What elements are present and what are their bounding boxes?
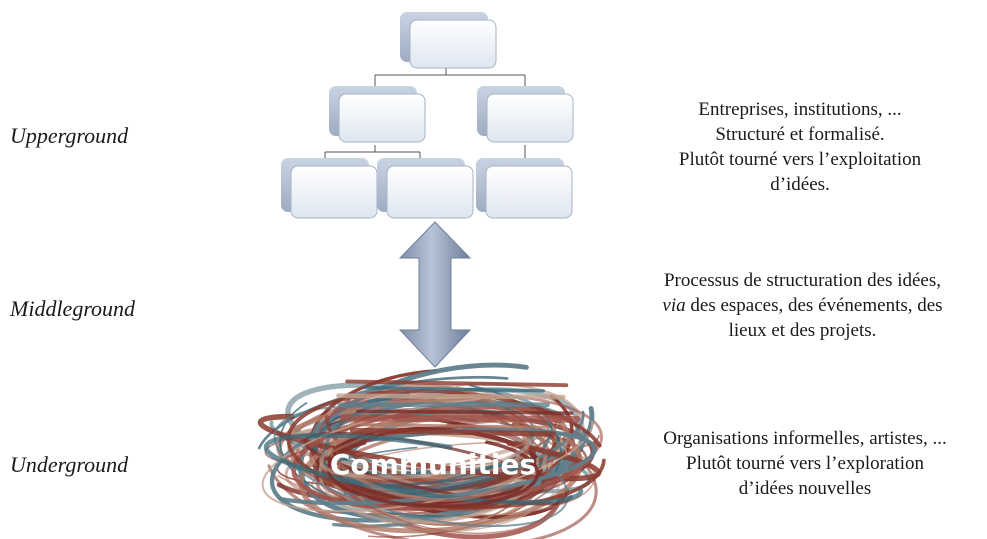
scribble-stroke [263, 432, 584, 505]
communities-scribble: Communities [246, 362, 606, 539]
scribble-stroke [319, 422, 532, 480]
description-line: Processus de structuration des idées, [663, 270, 942, 291]
description-italic-word: via [662, 295, 686, 316]
scribble-stroke [336, 393, 566, 400]
layer-label-middleground: Middleground [10, 296, 136, 321]
description-line: Plutôt tourné vers l’exploitation [678, 149, 922, 170]
description-underground: Organisations informelles, artistes, ...… [630, 426, 980, 501]
org-box-mid-right [477, 86, 574, 143]
description-line: d’idées. [770, 174, 830, 195]
description-line: Entreprises, institutions, ... [698, 99, 902, 120]
description-line-rest: des espaces, des événements, des [685, 295, 943, 316]
org-box-bottom-middle [377, 158, 474, 219]
org-box-bottom-right [476, 158, 573, 219]
double-arrow-icon [398, 221, 472, 368]
description-line: Organisations informelles, artistes, ... [663, 428, 947, 449]
description-line: lieux et des projets. [728, 320, 877, 341]
scribble-stroke [345, 379, 569, 388]
scribble-stroke [339, 414, 581, 423]
layer-label-upperground: Upperground [10, 123, 129, 148]
scribble-stroke [349, 427, 557, 437]
layer-label-underground: Underground [10, 452, 129, 477]
scribble-stroke [320, 378, 529, 502]
description-line: via des espaces, des événements, des [620, 293, 985, 318]
org-box-bottom-left [281, 158, 378, 219]
communities-label: Communities [330, 448, 536, 481]
description-line: Structuré et formalisé. [715, 124, 885, 145]
org-box-top [400, 12, 497, 69]
description-line: d’idées nouvelles [738, 478, 872, 499]
description-line: Plutôt tourné vers l’exploration [686, 453, 924, 474]
org-box-mid-left [329, 86, 426, 143]
org-chart-connectors [324, 60, 526, 163]
scribble-stroke [361, 423, 549, 429]
scribble-stroke [356, 409, 574, 415]
scribble-stroke [362, 385, 545, 393]
description-upperground: Entreprises, institutions, ... Structuré… [630, 97, 970, 197]
description-middleground: Processus de structuration des idées, vi… [620, 268, 985, 343]
